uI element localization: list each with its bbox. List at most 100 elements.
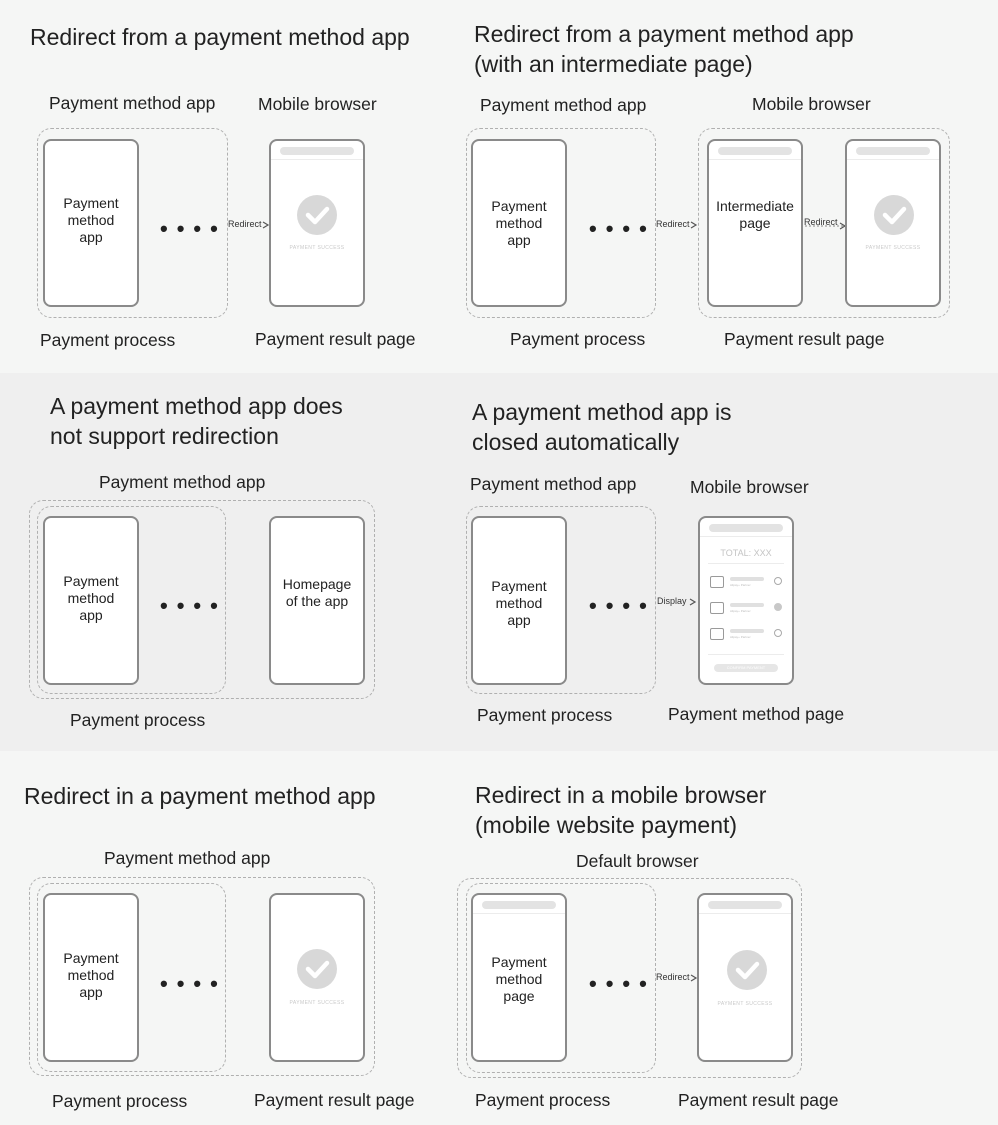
panel2-title: Redirect from a payment method app (with… [474, 21, 854, 77]
panel4-row-line [730, 603, 764, 607]
panel6-result-bar [708, 901, 782, 909]
panel1-bar-divider [271, 159, 363, 160]
panel2-browser-group [698, 128, 950, 318]
panel1-arrow-icon [262, 221, 270, 229]
panel3-label-process: Payment process [70, 710, 206, 730]
panel6-label-process: Payment process [475, 1090, 611, 1110]
panel2-intermediate-divider [709, 159, 801, 160]
panel6-result-divider [699, 913, 791, 914]
panel6-method-bar [482, 901, 556, 909]
panel1-label-process: Payment process [40, 330, 176, 350]
panel2-label-result: Payment result page [724, 329, 885, 349]
panel5-title: Redirect in a payment method app [24, 783, 376, 809]
panel3-title: A payment method app does not support re… [50, 393, 343, 449]
panel2-dots: •••• [589, 216, 656, 241]
panel6-phone-page-text: Payment method page [491, 954, 547, 1004]
wallet-icon [710, 602, 724, 614]
panel5-label-process: Payment process [52, 1091, 188, 1111]
panel2-arrow2-icon [805, 222, 847, 230]
panel4-total-divider [708, 563, 784, 564]
panel4-total-text: TOTAL: XXX [720, 548, 772, 558]
panel1-phone-app: Payment method app [43, 139, 139, 307]
panel1-check-icon [297, 195, 337, 235]
panel4-label-method-page: Payment method page [668, 704, 845, 724]
panel4-phone-app: Payment method app [471, 516, 567, 685]
panel6-dots: •••• [589, 971, 656, 996]
panel4-address-bar [709, 524, 783, 532]
panel4-row-line [730, 629, 764, 633]
panel2-label-browser: Mobile browser [752, 94, 871, 114]
panel2-intermediate-bar [718, 147, 792, 155]
panel1-phone-result: PAYMENT SUCCESS [269, 139, 365, 307]
panel5-phone-app-text: Payment method app [63, 950, 119, 1000]
panel3-process-group [37, 506, 226, 694]
panel6-phone-method-page: Payment method page [471, 893, 567, 1062]
panel6-method-divider [473, 913, 565, 914]
panel1-address-bar [280, 147, 354, 155]
panel6-check-icon [727, 950, 767, 990]
panel6-process-group [466, 883, 656, 1073]
panel5-dots: •••• [160, 971, 227, 996]
panel6-title: Redirect in a mobile browser (mobile web… [475, 782, 767, 838]
panel4-method-row: Alipay+ Partner [708, 600, 784, 620]
panel4-label-app: Payment method app [470, 474, 637, 494]
panel5-success-text: PAYMENT SUCCESS [289, 1000, 345, 1006]
panel5-process-group [37, 883, 226, 1072]
panel2-phone-intermediate: Intermediate page [707, 139, 803, 307]
panel6-arrow-icon [690, 974, 698, 982]
panel5-label-app: Payment method app [104, 848, 271, 868]
radio-icon [774, 629, 782, 637]
panel3-phone-home: Homepage of the app [269, 516, 365, 685]
panel4-phone-app-text: Payment method app [491, 578, 547, 628]
panel4-row-text: Alipay+ Partner [730, 583, 751, 587]
panel2-check-icon [874, 195, 914, 235]
panel6-outer-group [457, 878, 802, 1078]
panel3-phone-home-text: Homepage of the app [282, 576, 352, 609]
panel1-success-text: PAYMENT SUCCESS [289, 245, 345, 251]
panel6-label-result: Payment result page [678, 1090, 839, 1110]
panel2-arrow1-label: Redirect [656, 219, 690, 229]
panel6-success-text: PAYMENT SUCCESS [717, 1001, 773, 1007]
panel4-phone-method-page: TOTAL: XXX Alipay+ Partner Alipay+ Partn… [698, 516, 794, 685]
panel4-label-process: Payment process [477, 705, 613, 725]
wallet-icon [710, 628, 724, 640]
panel2-label-process: Payment process [510, 329, 646, 349]
panel4-bar-divider [700, 536, 792, 537]
panel3-phone-app-text: Payment method app [63, 573, 119, 623]
panel6-phone-result: PAYMENT SUCCESS [697, 893, 793, 1062]
panel2-success-text: PAYMENT SUCCESS [865, 245, 921, 251]
panel2-arrow2-label: Redirect [804, 217, 838, 227]
panel6-label-browser: Default browser [576, 851, 699, 871]
panel4-arrow-icon [689, 598, 697, 606]
panel1-app-group [37, 128, 228, 318]
panel4-row-text: Alipay+ Partner [730, 609, 751, 613]
panel4-list-divider [708, 654, 784, 655]
panel1-dots: •••• [160, 216, 227, 241]
panel4-row-line [730, 577, 764, 581]
radio-selected-icon [774, 603, 782, 611]
panel2-phone-intermediate-text: Intermediate page [716, 198, 794, 231]
panel5-outer-group [29, 877, 375, 1076]
panel4-app-group [466, 506, 656, 694]
panel2-phone-result: PAYMENT SUCCESS [845, 139, 941, 307]
panel4-title: A payment method app is closed automatic… [472, 399, 732, 455]
panel5-phone-result: PAYMENT SUCCESS [269, 893, 365, 1062]
panel4-arrow-label: Display [657, 596, 687, 606]
panel4-method-row: Alipay+ Partner [708, 626, 784, 646]
panel1-label-result: Payment result page [255, 329, 416, 349]
panel3-outer-group [29, 500, 375, 699]
panel2-phone-app-text: Payment method app [491, 198, 547, 248]
panel5-phone-app: Payment method app [43, 893, 139, 1062]
panel4-row-text: Alipay+ Partner [730, 635, 751, 639]
panel4-method-row: Alipay+ Partner [708, 574, 784, 594]
panel4-label-browser: Mobile browser [690, 477, 809, 497]
panel2-result-divider [847, 159, 939, 160]
wallet-icon [710, 576, 724, 588]
panel4-dots: •••• [589, 593, 656, 618]
panel3-phone-app: Payment method app [43, 516, 139, 685]
panel2-result-bar [856, 147, 930, 155]
panel1-label-app: Payment method app [49, 93, 216, 113]
panel1-phone-app-text: Payment method app [63, 195, 119, 245]
panel2-arrow1-icon [690, 221, 698, 229]
panel5-check-icon [297, 949, 337, 989]
